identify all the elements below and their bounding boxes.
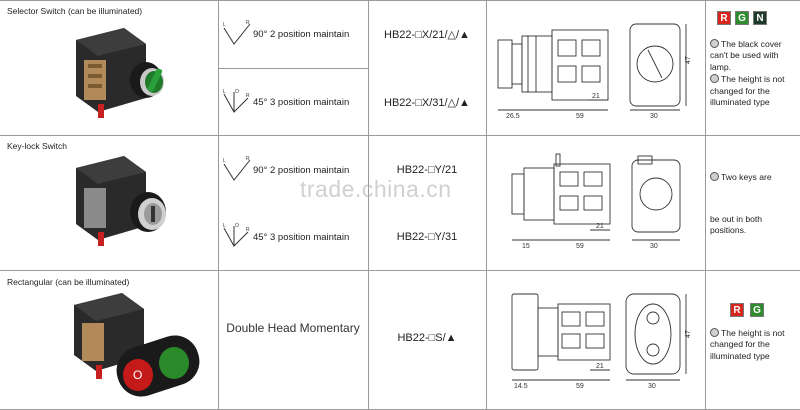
grid-line xyxy=(0,135,800,136)
key-lock-switch-photo xyxy=(76,156,166,246)
svg-text:L: L xyxy=(223,158,226,164)
mode-label: 90° 2 position maintain xyxy=(253,29,350,40)
note-item: Two keys are xyxy=(710,172,798,183)
mode-90-icon: L R xyxy=(223,156,251,181)
function-label: Double Head Momentary xyxy=(226,321,360,335)
selector-switch-photo xyxy=(76,28,164,118)
dim-c: 21 xyxy=(592,93,600,100)
note-block: Two keys are xyxy=(710,172,798,184)
grid-line xyxy=(368,0,369,410)
watermark: trade.china.cn xyxy=(300,176,452,202)
mode-label: 45° 3 position maintain xyxy=(253,97,350,108)
section-title: Selector Switch (can be illuminated) xyxy=(7,6,143,16)
mode-90-icon: L R xyxy=(223,20,251,45)
dim-b: 59 xyxy=(576,243,584,250)
bullet-icon xyxy=(710,328,719,337)
dim-a: 15 xyxy=(522,243,530,250)
dim-c: 21 xyxy=(596,363,604,370)
svg-text:R: R xyxy=(246,227,250,233)
bullet-icon xyxy=(710,39,719,48)
model-code: HB22-□Y/21 xyxy=(396,164,458,176)
rectangular-switch-photo: O xyxy=(74,293,200,397)
note-item: The black cover can't be used with lamp. xyxy=(710,39,782,72)
section-title: Rectangular (can be illuminated) xyxy=(7,277,130,287)
badge-n: N xyxy=(753,11,767,25)
mode-45-icon: L O R xyxy=(223,223,250,247)
grid-line xyxy=(705,0,706,410)
svg-text:O: O xyxy=(235,89,239,95)
bullet-icon xyxy=(710,74,719,84)
svg-text:L: L xyxy=(223,89,226,95)
mode-45-icon: L O R xyxy=(223,89,250,113)
key-lock-dimension-drawing: 15 59 21 30 xyxy=(511,153,681,250)
note-item: The height is not changed for the illumi… xyxy=(710,328,785,361)
bullet-icon xyxy=(710,172,719,181)
selector-dimension-drawing: 26.5 59 21 30 47 xyxy=(497,23,692,120)
dim-b: 59 xyxy=(576,383,584,390)
note-item: The height is not changed for the illumi… xyxy=(710,74,785,108)
mode-label: 45° 3 position maintain xyxy=(253,232,350,243)
mode-label: 90° 2 position maintain xyxy=(253,165,350,176)
badge-red: R xyxy=(717,11,731,25)
badge-green: G xyxy=(750,303,764,317)
svg-text:L: L xyxy=(223,22,226,28)
section-title: Key-lock Switch xyxy=(7,141,67,151)
grid-line xyxy=(486,0,487,410)
note-block: The height is not changed for the illumi… xyxy=(710,328,798,363)
model-code: HB22-□X/31/△/▲ xyxy=(384,97,470,109)
grid-line xyxy=(0,270,800,271)
note-item: be out in both positions. xyxy=(710,214,763,236)
model-code: HB22-□Y/31 xyxy=(396,231,458,243)
badge-red: R xyxy=(730,303,744,317)
svg-text:R: R xyxy=(246,156,250,162)
rectangular-dimension-drawing: 14.5 59 21 30 47 xyxy=(511,293,692,390)
dim-d: 30 xyxy=(650,243,658,250)
dim-e: 47 xyxy=(685,330,692,338)
dim-d: 30 xyxy=(650,113,658,120)
grid-line xyxy=(218,0,219,410)
dim-d: 30 xyxy=(648,383,656,390)
dim-b: 59 xyxy=(576,113,584,120)
dim-c: 21 xyxy=(596,223,604,230)
model-code: HB22-□S/▲ xyxy=(397,332,457,344)
svg-text:O: O xyxy=(235,223,239,229)
note-block: be out in both positions. xyxy=(710,214,798,238)
note-block: The black cover can't be used with lamp.… xyxy=(710,39,798,109)
grid-line xyxy=(218,68,368,69)
svg-text:R: R xyxy=(246,20,250,26)
badge-green: G xyxy=(735,11,749,25)
grid-line xyxy=(0,0,800,1)
svg-text:R: R xyxy=(246,93,250,99)
model-code: HB22-□X/21/△/▲ xyxy=(384,29,470,41)
dim-a: 26.5 xyxy=(506,113,520,120)
svg-text:O: O xyxy=(133,368,142,382)
dim-a: 14.5 xyxy=(514,383,528,390)
dim-e: 47 xyxy=(685,56,692,64)
svg-text:L: L xyxy=(223,223,226,229)
